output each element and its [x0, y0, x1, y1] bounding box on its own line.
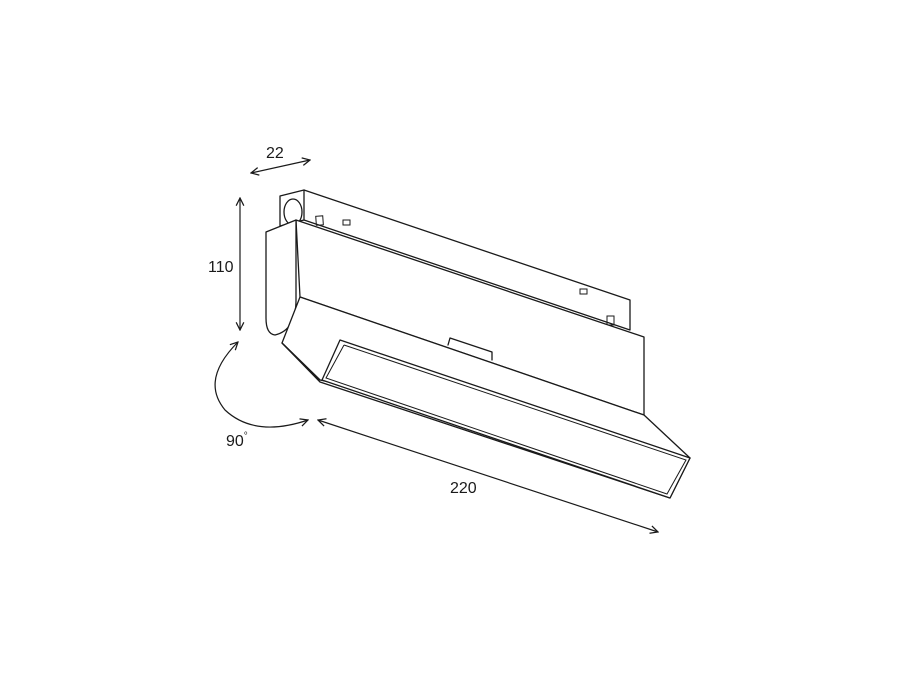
dimension-height: 110 — [208, 198, 240, 330]
clip-slot — [315, 215, 324, 226]
clip-slot — [579, 288, 588, 295]
length-label: 220 — [450, 480, 477, 497]
height-label: 110 — [208, 259, 234, 276]
dimension-rotation: 90° — [214, 342, 308, 450]
dimension-length: 220 — [318, 420, 658, 532]
clip-slot — [606, 315, 615, 326]
clip-slot — [342, 219, 351, 226]
width-label: 22 — [266, 145, 284, 162]
dimension-width: 22 — [251, 145, 310, 173]
rotation-label: 90° — [226, 431, 248, 450]
